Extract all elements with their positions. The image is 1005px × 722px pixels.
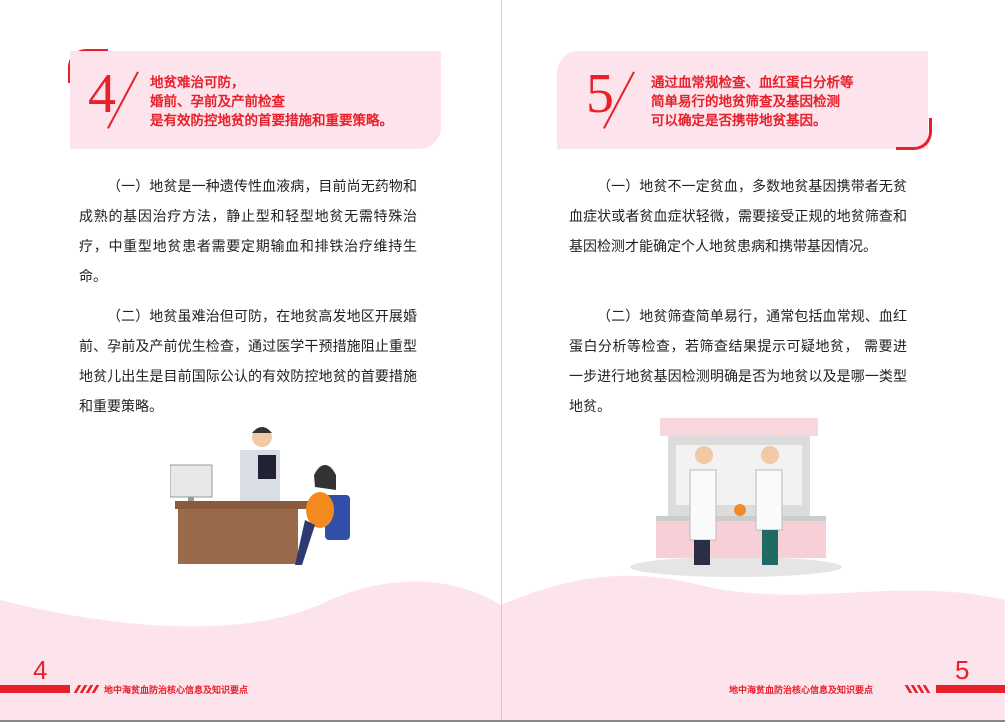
callout-line: 婚前、孕前及产前检查 [150, 94, 285, 110]
bottom-wave-background [0, 575, 1005, 722]
callout-line: 简单易行的地贫筛查及基因检测 [651, 94, 840, 110]
callout-heading: 通过血常规检查、血红蛋白分析等 简单易行的地贫筛查及基因检测 可以确定是否携带地… [651, 74, 854, 131]
bottom-edge [0, 720, 1005, 722]
paragraph: （二）地贫筛查简单易行，通常包括血常规、血红蛋白分析等检查，若筛查结果提示可疑地… [569, 309, 907, 415]
callout-corner-decoration [68, 49, 108, 83]
callout-line: 可以确定是否携带地贫基因。 [651, 113, 827, 129]
footer-bar [936, 685, 1005, 693]
paragraph: （一）地贫是一种遗传性血液病，目前尚无药物和成熟的基因治疗方法，静止型和轻型地贫… [79, 179, 417, 285]
callout-heading: 地贫难治可防， 婚前、孕前及产前检查 是有效防控地贫的首要措施和重要策略。 [150, 74, 393, 131]
stripes-decoration [904, 685, 931, 693]
footer-title: 地中海贫血防治核心信息及知识要点 [729, 686, 874, 696]
section-number: 4 [88, 63, 116, 125]
paragraph: （一）地贫不一定贫血，多数地贫基因携带者无贫血症状或者贫血症状轻微，需要接受正规… [569, 179, 907, 255]
callout-line: 通过血常规检查、血红蛋白分析等 [651, 75, 854, 91]
callout-line: 地贫难治可防， [150, 75, 245, 91]
callout-corner-decoration [896, 118, 932, 150]
page-divider [501, 0, 502, 722]
doctor-consultation-illustration [170, 427, 350, 565]
footer-title: 地中海贫血防治核心信息及知识要点 [104, 686, 249, 696]
callout-box [70, 51, 441, 149]
stripes-decoration [73, 685, 100, 693]
callout-line: 是有效防控地贫的首要措施和重要策略。 [150, 113, 393, 129]
footer-bar [0, 685, 70, 693]
page-number: 4 [33, 655, 48, 685]
paragraph: （二）地贫虽难治但可防，在地贫高发地区开展婚前、孕前及产前优生检查，通过医学干预… [79, 309, 417, 415]
laboratory-illustration [630, 418, 842, 577]
page-number: 5 [955, 655, 970, 685]
